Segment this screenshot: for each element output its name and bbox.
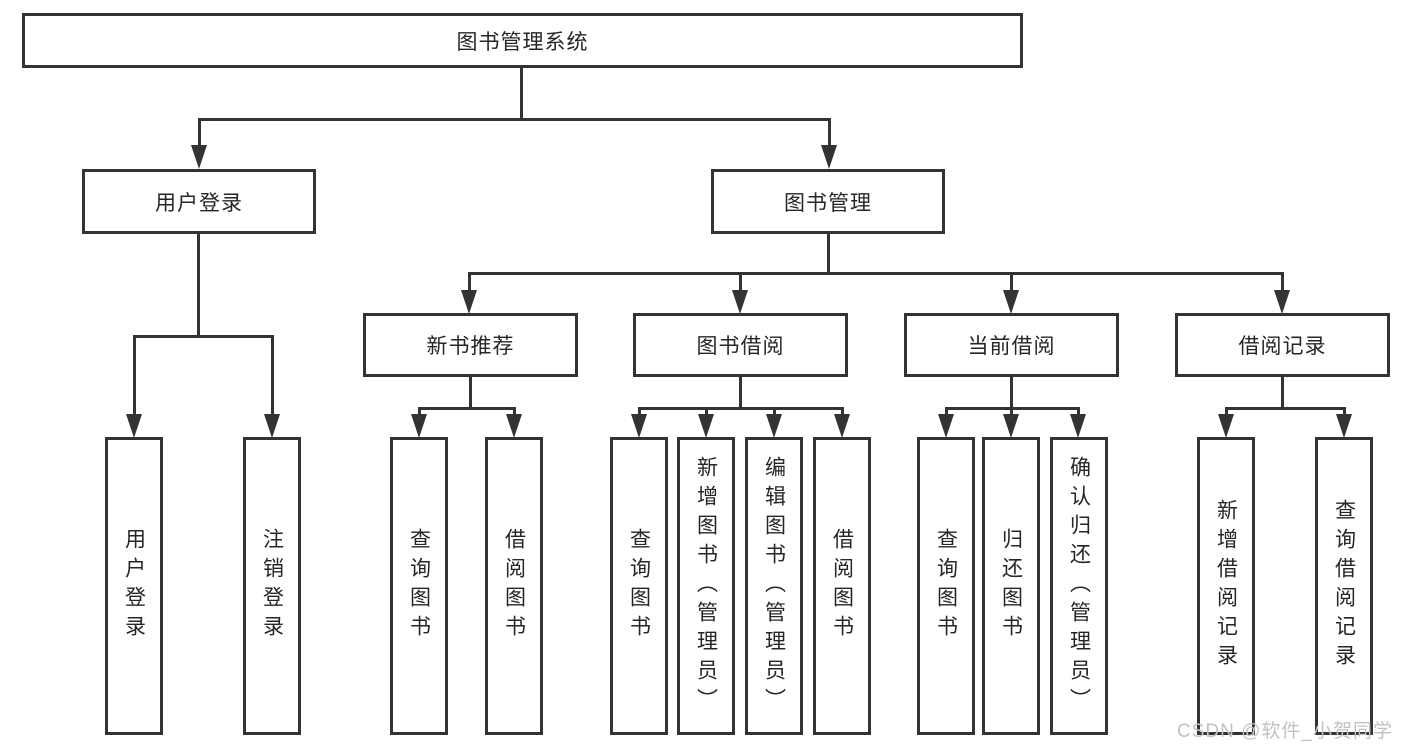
arrowhead-book-borrow (732, 290, 748, 314)
leaf-logout-label: 注销登录 (260, 528, 284, 644)
node-borrow-records-label: 借阅记录 (1238, 335, 1327, 358)
connector-bookborrow-stem (739, 377, 742, 410)
connector-borrowrecords-bar (1225, 407, 1346, 410)
connector-root-stem (520, 68, 523, 121)
connector-drop-cb-return (1010, 407, 1013, 416)
arrowhead-bb-borrow (834, 414, 850, 438)
arrowhead-bb-query (631, 414, 647, 438)
arrowhead-book-mgmt (821, 145, 837, 169)
arrowhead-cb-confirm (1070, 414, 1086, 438)
connector-drop-nb-query (418, 407, 421, 416)
arrowhead-cb-query (938, 414, 954, 438)
node-root-label: 图书管理系统 (456, 30, 589, 54)
connector-borrowrecords-stem (1281, 377, 1284, 410)
connector-drop-bookborrow (739, 272, 742, 291)
connector-drop-leaf-login (133, 335, 136, 415)
leaf-borrow-query-label: 查询图书 (627, 528, 651, 644)
connector-drop-nb-borrow (513, 407, 516, 416)
leaf-borrow-borrow-label: 借阅图书 (830, 528, 854, 644)
connector-currentborrow-stem (1010, 377, 1013, 410)
leaf-current-query-label: 查询图书 (934, 528, 958, 644)
connector-drop-cb-confirm (1077, 407, 1080, 416)
leaf-borrow-edit: 编辑图书（管理员） (745, 437, 803, 735)
leaf-borrow-edit-label: 编辑图书（管理员） (762, 455, 786, 717)
connector-level3-bar (468, 272, 1284, 275)
arrowhead-br-add (1218, 414, 1234, 438)
node-borrow-records: 借阅记录 (1175, 313, 1390, 377)
node-user-login-label: 用户登录 (155, 191, 243, 215)
leaf-logout: 注销登录 (243, 437, 301, 735)
connector-drop-bb-edit (773, 407, 776, 416)
connector-drop-bb-query (638, 407, 641, 416)
node-new-books-label: 新书推荐 (426, 335, 515, 358)
leaf-current-return: 归还图书 (982, 437, 1040, 735)
csdn-watermark: CSDN @软件_小贺同学 (1177, 721, 1393, 742)
connector-newbooks-bar (418, 407, 516, 410)
leaf-current-return-label: 归还图书 (999, 528, 1023, 644)
leaf-newbook-query-label: 查询图书 (407, 528, 431, 644)
node-root: 图书管理系统 (22, 13, 1023, 68)
connector-drop-br-add (1225, 407, 1228, 416)
node-book-borrow-label: 图书借阅 (696, 335, 785, 358)
connector-drop-bb-borrow (841, 407, 844, 416)
connector-newbooks-stem (469, 377, 472, 410)
arrowhead-user-login (191, 145, 207, 169)
leaf-newbook-borrow: 借阅图书 (485, 437, 543, 735)
connector-level2-bar (198, 118, 831, 121)
connector-drop-mgmt (828, 118, 831, 147)
node-current-borrow-label: 当前借阅 (967, 335, 1056, 358)
connector-drop-br-query (1343, 407, 1346, 416)
connector-drop-cb-query (945, 407, 948, 416)
node-current-borrow: 当前借阅 (904, 313, 1119, 377)
leaf-user-login-label: 用户登录 (122, 528, 146, 644)
connector-user-stem (197, 234, 200, 338)
leaf-records-query-label: 查询借阅记录 (1332, 499, 1356, 673)
leaf-borrow-query: 查询图书 (610, 437, 668, 735)
arrowhead-current-borrow (1003, 290, 1019, 314)
connector-drop-user (198, 118, 201, 147)
leaf-current-query: 查询图书 (917, 437, 975, 735)
arrowhead-leaf-logout (264, 414, 280, 438)
leaf-records-add: 新增借阅记录 (1197, 437, 1255, 735)
leaf-user-login: 用户登录 (105, 437, 163, 735)
connector-drop-borrowrecords (1281, 272, 1284, 291)
node-user-login: 用户登录 (82, 169, 316, 234)
node-book-mgmt: 图书管理 (711, 169, 945, 234)
arrowhead-bb-add (698, 414, 714, 438)
node-new-books: 新书推荐 (363, 313, 578, 377)
connector-drop-bb-add (705, 407, 708, 416)
connector-mgmt-stem (827, 234, 830, 275)
connector-user-bar (133, 335, 274, 338)
leaf-borrow-add-label: 新增图书（管理员） (694, 455, 718, 717)
leaf-newbook-borrow-label: 借阅图书 (502, 528, 526, 644)
node-book-borrow: 图书借阅 (633, 313, 848, 377)
leaf-borrow-add: 新增图书（管理员） (677, 437, 735, 735)
arrowhead-leaf-login (126, 414, 142, 438)
connector-bookborrow-bar (638, 407, 844, 410)
leaf-borrow-borrow: 借阅图书 (813, 437, 871, 735)
leaf-current-confirm: 确认归还（管理员） (1050, 437, 1108, 735)
leaf-current-confirm-label: 确认归还（管理员） (1067, 455, 1091, 717)
arrowhead-new-books (461, 290, 477, 314)
leaf-records-add-label: 新增借阅记录 (1214, 499, 1238, 673)
arrowhead-bb-edit (766, 414, 782, 438)
arrowhead-br-query (1336, 414, 1352, 438)
node-book-mgmt-label: 图书管理 (784, 191, 872, 215)
connector-drop-currentborrow (1010, 272, 1013, 291)
arrowhead-nb-query (411, 414, 427, 438)
connector-drop-leaf-logout (271, 335, 274, 415)
leaf-newbook-query: 查询图书 (390, 437, 448, 735)
leaf-records-query: 查询借阅记录 (1315, 437, 1373, 735)
connector-drop-newbooks (468, 272, 471, 291)
arrowhead-nb-borrow (506, 414, 522, 438)
arrowhead-cb-return (1003, 414, 1019, 438)
arrowhead-borrow-records (1274, 290, 1290, 314)
